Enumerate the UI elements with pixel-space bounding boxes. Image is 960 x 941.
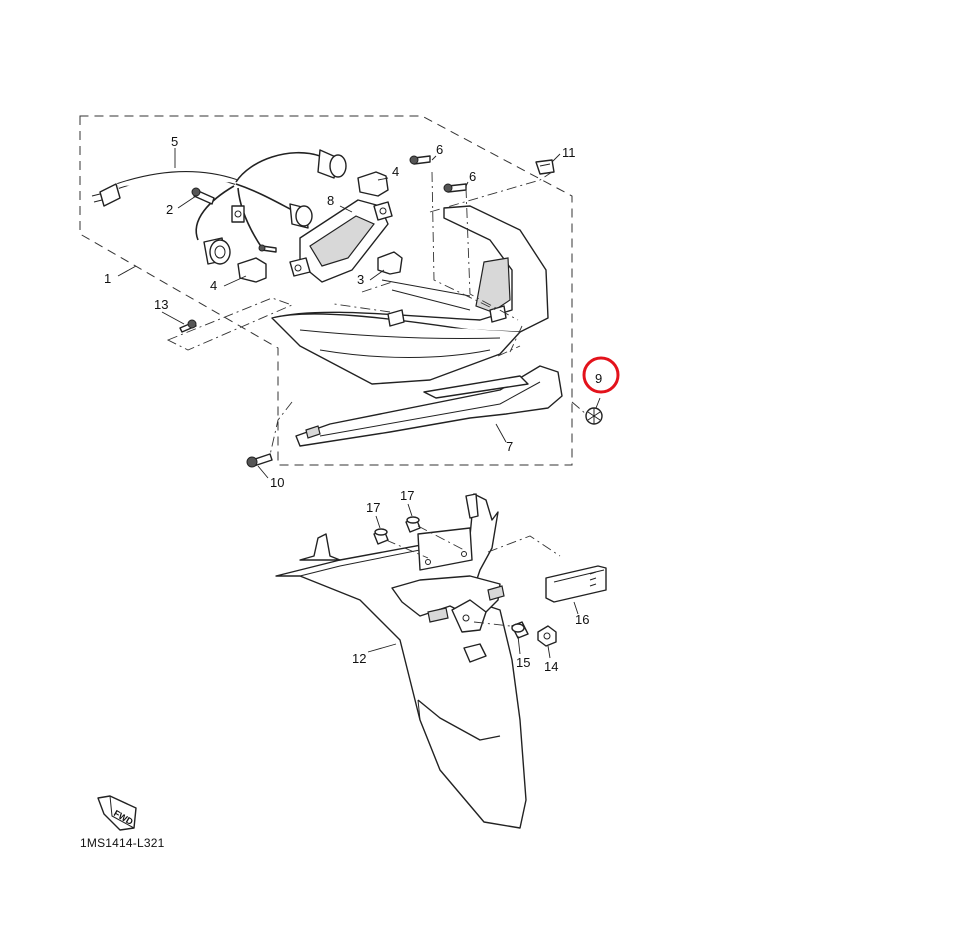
part-label-7: 7 [506, 439, 513, 454]
part-label-4b: 4 [392, 164, 399, 179]
socket-lower [203, 237, 231, 265]
highlight-circle [582, 356, 620, 394]
nut-14 [537, 625, 557, 647]
tail-cover-panel [295, 365, 563, 447]
screw-6b [443, 183, 467, 193]
fwd-arrow [97, 795, 137, 831]
part-label-13: 13 [154, 297, 168, 312]
part-label-10: 10 [270, 475, 284, 490]
part-label-1: 1 [104, 271, 111, 286]
part-label-2: 2 [166, 202, 173, 217]
part-label-11: 11 [562, 145, 576, 160]
screw-small [258, 244, 277, 253]
part-label-3: 3 [357, 272, 364, 287]
alignment-lines [269, 171, 587, 627]
part-label-15: 15 [516, 655, 530, 670]
part-label-17a: 17 [366, 500, 380, 515]
screw-13 [179, 319, 197, 333]
reflector-16 [545, 565, 607, 603]
bulb-lower [237, 257, 267, 283]
part-label-16: 16 [575, 612, 589, 627]
bulb-3 [377, 251, 403, 275]
part-label-9: 9 [595, 371, 602, 386]
socket-mid [289, 203, 313, 229]
part-label-6a: 6 [436, 142, 443, 157]
part-label-5: 5 [171, 134, 178, 149]
socket-upper [317, 149, 347, 179]
diagram-reference-code: 1MS1414-L321 [80, 836, 165, 850]
screw-6a [409, 155, 431, 165]
part-label-12: 12 [352, 651, 366, 666]
nut-17b [405, 516, 421, 533]
tail-light-housing [271, 205, 549, 385]
part-label-14: 14 [544, 659, 558, 674]
light-unit [289, 199, 393, 283]
assembly-boundary [79, 115, 573, 466]
wire-harness [91, 152, 321, 249]
screw-2 [191, 187, 215, 205]
part-label-4a: 4 [210, 278, 217, 293]
leader-lines [117, 148, 601, 659]
bulb-upper [357, 171, 389, 197]
part-13-outline [166, 297, 294, 351]
part-labels: 1 2 3 4 4 5 6 6 7 8 9 10 11 12 13 14 15 … [104, 134, 602, 674]
rear-fender [275, 493, 527, 829]
collar-15 [511, 621, 529, 639]
part-label-17b: 17 [400, 488, 414, 503]
part-label-6b: 6 [469, 169, 476, 184]
nut-17a [373, 528, 389, 545]
part-label-8: 8 [327, 193, 334, 208]
clip-11 [535, 159, 555, 175]
grommet-9 [585, 407, 603, 425]
screw-10 [246, 453, 273, 468]
